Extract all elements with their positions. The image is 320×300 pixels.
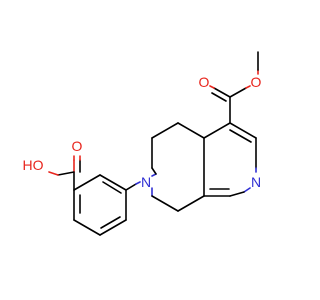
pyridine-nitrogen-label: N: [251, 174, 261, 190]
bond: [213, 87, 231, 98]
bond: [99, 174, 127, 191]
bond: [229, 87, 247, 98]
double-bond-inner: [229, 129, 252, 143]
bond: [243, 187, 251, 193]
bond: [177, 122, 205, 139]
pyridine-ring: N: [203, 122, 261, 197]
bond: [151, 195, 179, 212]
amine-nitrogen-label: N: [141, 174, 151, 190]
bond: [99, 219, 127, 236]
bond: [229, 191, 245, 197]
ester-oxygen-label: O: [251, 74, 262, 90]
bond: [151, 167, 157, 175]
methyl-ester-group: O O: [199, 51, 262, 124]
bond: [57, 171, 75, 176]
hydroxyl-label: HO: [23, 157, 44, 173]
carbonyl-oxygen-label: O: [72, 138, 83, 154]
bond: [151, 122, 179, 139]
benzene-ring: [73, 174, 127, 236]
double-bond-inner: [102, 181, 122, 194]
bond: [125, 183, 137, 191]
bond: [245, 85, 251, 89]
bond: [135, 181, 141, 185]
double-bond: [211, 92, 227, 102]
bond: [203, 122, 231, 139]
bond: [209, 85, 215, 89]
bond: [48, 171, 59, 176]
carboxylic-acid-group: O HO: [23, 138, 83, 191]
bond: [177, 195, 205, 212]
structure-diagram: O HO N N: [23, 51, 262, 236]
double-bond-inner: [100, 216, 121, 229]
tetrahydro-ring: N: [141, 122, 205, 212]
molecule-canvas: O HO N N: [22, 51, 262, 236]
bond: [73, 219, 101, 236]
bond: [73, 174, 101, 191]
bond: [229, 122, 257, 139]
carbonyl-oxygen-label: O: [199, 74, 210, 90]
